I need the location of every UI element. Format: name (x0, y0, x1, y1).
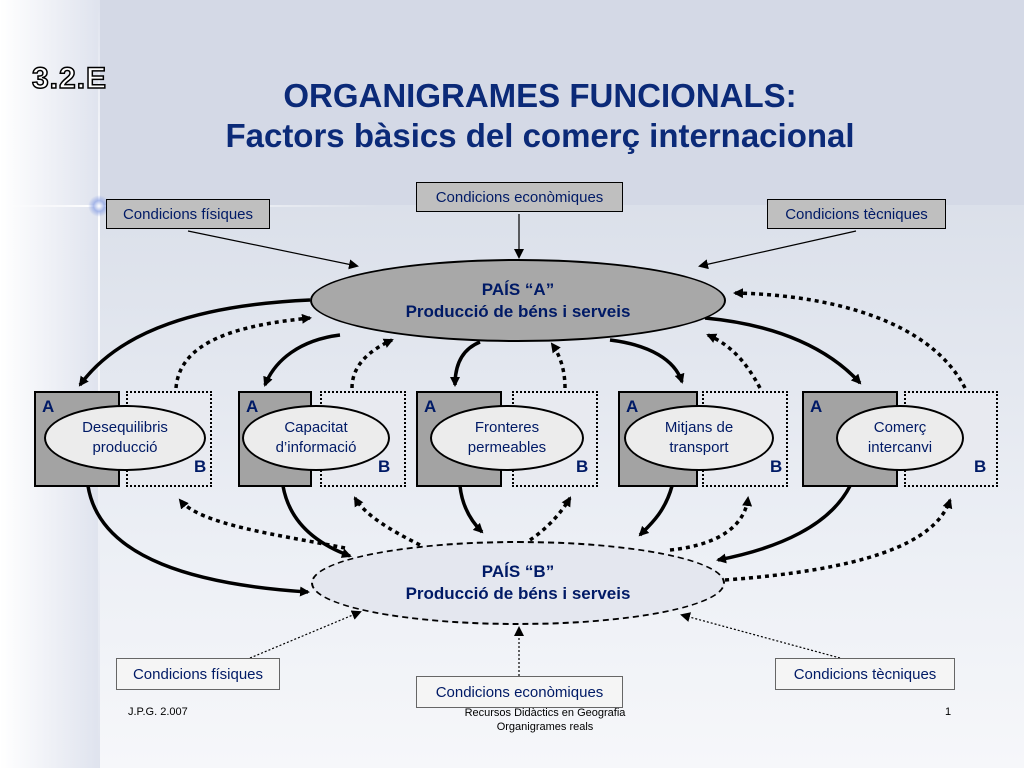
arrow-b-to-factor-4 (669, 496, 753, 552)
arrow-factor-2-b-to-a (350, 338, 394, 389)
background-header-band (100, 0, 1024, 205)
factor-card-1: A B Desequilibris producció (34, 391, 214, 487)
footer-source-line-1: Recursos Didàctics en Geografia (464, 707, 626, 719)
factor-1-label-a: A (42, 397, 55, 416)
arrow-b-fisiques (249, 610, 362, 659)
factor-2-name: Capacitat d’informació (275, 419, 357, 456)
arrow-a-to-factor-1 (78, 298, 311, 387)
country-b-ellipse: PAÍS “B” Producció de béns i serveis (311, 541, 725, 625)
factor-4-oval: Mitjans de transport (624, 405, 774, 471)
factor-3-label-b: B (576, 457, 589, 476)
arrow-a-to-factor-5 (704, 316, 862, 385)
arrow-a-to-factor-4 (609, 338, 685, 384)
country-a-name: PAÍS “A” (481, 280, 555, 299)
factor-3-oval: Fronteres permeables (430, 405, 584, 471)
arrow-a-to-factor-2 (263, 333, 341, 387)
top-condition-tecniques: Condicions tècniques (767, 199, 946, 229)
arrow-factor-3-a-to-b (458, 485, 484, 534)
factor-2-oval: Capacitat d’informació (242, 405, 390, 471)
arrow-tecniques-to-a (698, 230, 857, 270)
arrow-b-to-factor-2 (353, 496, 421, 547)
decorative-star-icon (88, 195, 110, 217)
factor-4-label-b: B (770, 457, 783, 476)
top-condition-economiques: Condicions econòmiques (416, 182, 623, 212)
footer-source-line-2: Organigrames reals (496, 721, 594, 733)
factor-card-4: A B Mitjans de transport (618, 391, 798, 487)
factor-2-label-a: A (246, 397, 259, 416)
bottom-condition-fisiques: Condicions físiques (116, 658, 280, 690)
country-b-text: PAÍS “B” Producció de béns i serveis (313, 561, 723, 605)
arrow-b-to-factor-1 (178, 498, 346, 550)
factor-5-label-b: B (974, 457, 987, 476)
factor-4-name: Mitjans de transport (664, 419, 734, 456)
factor-card-2: A B Capacitat d’informació (238, 391, 418, 487)
factor-1-label-b: B (194, 457, 207, 476)
footer-page-number: 1 (945, 706, 952, 718)
factor-card-3: A B Fronteres permeables (416, 391, 598, 487)
factor-5-label-a: A (810, 397, 823, 416)
factor-4-label-a: A (626, 397, 639, 416)
slide-code: 3.2.E (31, 61, 108, 96)
factor-2-label-b: B (378, 457, 391, 476)
footer-author: J.P.G. 2.007 (128, 706, 188, 718)
arrow-b-to-factor-5 (724, 498, 953, 582)
factor-1-name: Desequilibris producció (82, 419, 168, 456)
arrow-factor-4-a-to-b (638, 485, 674, 537)
arrow-factor-4-b-to-a (706, 333, 762, 389)
factor-1-oval: Desequilibris producció (44, 405, 206, 471)
decorative-light-ray-vertical (98, 0, 100, 768)
factor-3-label-a: A (424, 397, 437, 416)
bottom-condition-tecniques: Condicions tècniques (775, 658, 955, 690)
top-condition-fisiques: Condicions físiques (106, 199, 270, 229)
arrow-b-to-factor-3 (529, 496, 572, 542)
arrow-a-to-factor-3 (450, 340, 481, 387)
arrow-factor-1-b-to-a (174, 313, 312, 389)
arrow-factor-5-b-to-a (733, 288, 967, 389)
country-a-text: PAÍS “A” Producció de béns i serveis (312, 279, 724, 323)
arrow-b-tecniques (680, 612, 841, 659)
slide-title: ORGANIGRAMES FUNCIONALS: Factors bàsics … (140, 76, 940, 156)
arrow-factor-2-a-to-b (281, 485, 352, 558)
footer-source: Recursos Didàctics en Geografia Organigr… (440, 706, 650, 734)
title-line-2: Factors bàsics del comerç internacional (225, 117, 855, 154)
country-a-ellipse: PAÍS “A” Producció de béns i serveis (310, 259, 726, 342)
factor-5-oval: Comerç intercanvi (836, 405, 964, 471)
country-b-name: PAÍS “B” (481, 562, 555, 581)
factor-card-5: A B Comerç intercanvi (802, 391, 998, 487)
country-b-production: Producció de béns i serveis (405, 584, 631, 603)
bottom-condition-economiques: Condicions econòmiques (416, 676, 623, 708)
title-line-1: ORGANIGRAMES FUNCIONALS: (283, 77, 797, 114)
arrow-factor-1-a-to-b (86, 485, 310, 597)
country-a-production: Producció de béns i serveis (405, 302, 631, 321)
arrow-fisiques-to-a (187, 230, 359, 270)
arrow-factor-5-a-to-b (716, 485, 852, 564)
factor-5-name: Comerç intercanvi (867, 419, 933, 456)
arrow-factor-3-b-to-a (550, 342, 567, 389)
factor-3-name: Fronteres permeables (467, 419, 547, 456)
